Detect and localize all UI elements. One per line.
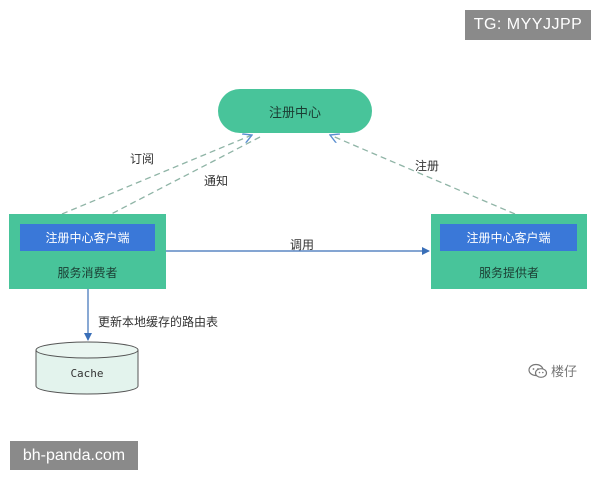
service-consumer-label: 服务消费者 <box>57 266 118 280</box>
registry-center-label: 注册中心 <box>268 105 321 121</box>
notify-arrow <box>90 136 261 225</box>
subscribe-arrow <box>61 135 252 215</box>
subscribe-label: 订阅 <box>130 152 155 166</box>
brand-mark: 楼仔 <box>528 361 577 380</box>
watermark-top: TG: MYYJJPP <box>465 10 591 40</box>
wechat-icon <box>528 363 548 378</box>
invoke-label: 调用 <box>290 238 315 252</box>
notify-label: 通知 <box>204 174 229 188</box>
watermark-bottom: bh-panda.com <box>10 441 138 470</box>
cache-cylinder <box>35 341 139 395</box>
provider-registry-client: 注册中心客户端 <box>440 224 577 251</box>
consumer-registry-client: 注册中心客户端 <box>20 224 155 251</box>
register-label: 注册 <box>415 159 440 173</box>
cache-label: Cache <box>70 367 104 380</box>
registry-center-node: 注册中心 <box>218 89 372 133</box>
brand-label: 楼仔 <box>551 365 578 380</box>
service-provider-node: 注册中心客户端 服务提供者 <box>431 214 587 289</box>
update-cache-label: 更新本地缓存的路由表 <box>98 315 219 329</box>
service-provider-label: 服务提供者 <box>478 266 539 280</box>
register-arrow <box>330 135 516 215</box>
service-consumer-node: 注册中心客户端 服务消费者 <box>9 214 166 289</box>
